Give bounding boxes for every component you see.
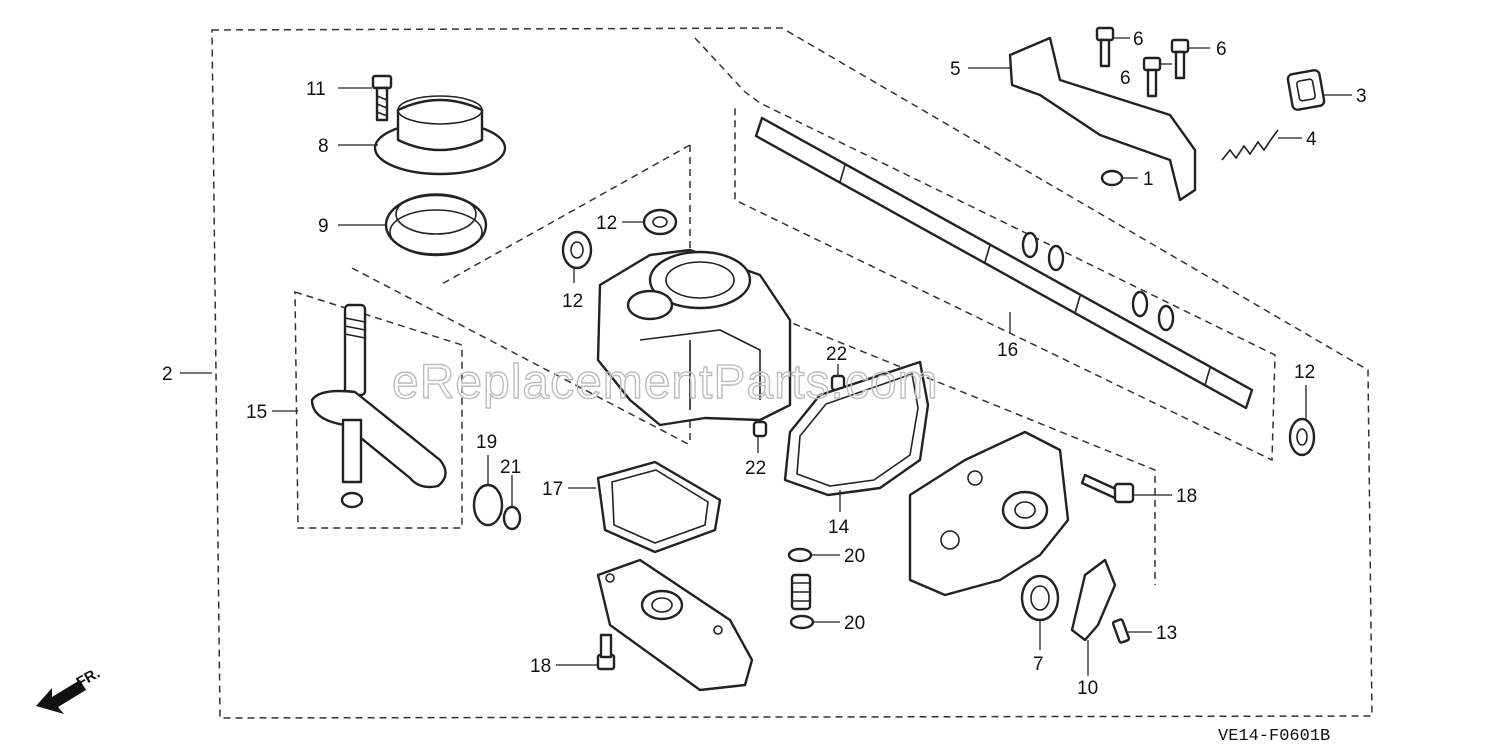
callout-20: 20 — [844, 613, 865, 634]
diagram-code: VE14-F0601B — [1218, 727, 1330, 746]
part-18-bolt-right — [1080, 473, 1135, 504]
callout-22: 22 — [826, 344, 847, 365]
part-14-gasket — [783, 360, 930, 497]
callout-18: 18 — [530, 656, 551, 677]
callout-6: 6 — [1216, 39, 1227, 60]
part-13-pin — [1111, 618, 1131, 644]
part-4-spring — [1221, 129, 1279, 161]
callout-6: 6 — [1120, 68, 1131, 89]
part-8-cap — [373, 95, 507, 176]
part-17-gasket-inner — [611, 469, 709, 544]
callout-5: 5 — [950, 59, 961, 80]
callout-21: 21 — [500, 457, 521, 478]
part-17-gasket — [596, 460, 722, 554]
lower-cover — [596, 558, 754, 692]
part-20-seal-bottom — [789, 614, 815, 630]
valve-spring — [790, 573, 812, 611]
callout-10: 10 — [1077, 678, 1098, 699]
part-11-bolt — [371, 74, 393, 122]
part-15-spindle — [310, 303, 447, 509]
part-19-washer — [472, 483, 504, 527]
part-6-bolt-b — [1142, 56, 1162, 98]
part-20-seal-top — [787, 547, 813, 563]
callout-17: 17 — [542, 479, 563, 500]
callout-4: 4 — [1306, 129, 1317, 150]
callout-19: 19 — [476, 432, 497, 453]
part-16-shaft — [754, 116, 1254, 410]
callout-13: 13 — [1156, 623, 1177, 644]
part-18-bolt-lower — [596, 633, 616, 671]
part-12-bearing-left — [561, 230, 593, 270]
part-9-seal — [384, 193, 488, 257]
right-cover — [908, 430, 1070, 597]
part-1-nut — [1100, 169, 1124, 187]
part-12-bearing-right — [1288, 417, 1316, 457]
part-5-bracket — [1008, 36, 1197, 202]
callout-12: 12 — [1294, 362, 1315, 383]
callout-1: 1 — [1143, 169, 1154, 190]
callout-6: 6 — [1133, 29, 1144, 50]
callout-8: 8 — [318, 136, 329, 157]
part-7-seal — [1020, 574, 1060, 622]
callout-15: 15 — [246, 402, 267, 423]
part-22-pin-bottom — [752, 420, 768, 438]
callout-18: 18 — [1176, 486, 1197, 507]
callout-9: 9 — [318, 216, 329, 237]
callout-20: 20 — [844, 546, 865, 567]
callout-14: 14 — [828, 517, 850, 538]
part-6-bolt-a — [1095, 26, 1115, 68]
spindle-group-outline — [294, 290, 463, 529]
assembly-outline — [211, 27, 1373, 719]
watermark-text: eReplacementParts.com — [392, 356, 939, 409]
part-6-bolt-c — [1170, 38, 1190, 80]
part-21-clip — [502, 505, 522, 531]
callout-11: 11 — [306, 79, 326, 100]
part-12-bearing-top — [642, 208, 678, 236]
callout-2: 2 — [162, 364, 173, 385]
leader-lines — [180, 37, 1352, 676]
callout-7: 7 — [1033, 654, 1044, 675]
callout-22: 22 — [745, 458, 766, 479]
part-14-gasket-inner — [796, 372, 919, 487]
callout-16: 16 — [997, 340, 1018, 361]
gear-housing — [596, 248, 792, 427]
callout-12: 12 — [562, 291, 583, 312]
callout-3: 3 — [1356, 86, 1367, 107]
shaft-group-outline — [694, 37, 1276, 462]
callout-12: 12 — [596, 213, 617, 234]
part-10-arm — [1070, 558, 1117, 642]
front-direction-arrow-icon — [36, 680, 86, 714]
cover-group-outline — [759, 309, 1156, 585]
part-3-grommet — [1286, 69, 1326, 111]
